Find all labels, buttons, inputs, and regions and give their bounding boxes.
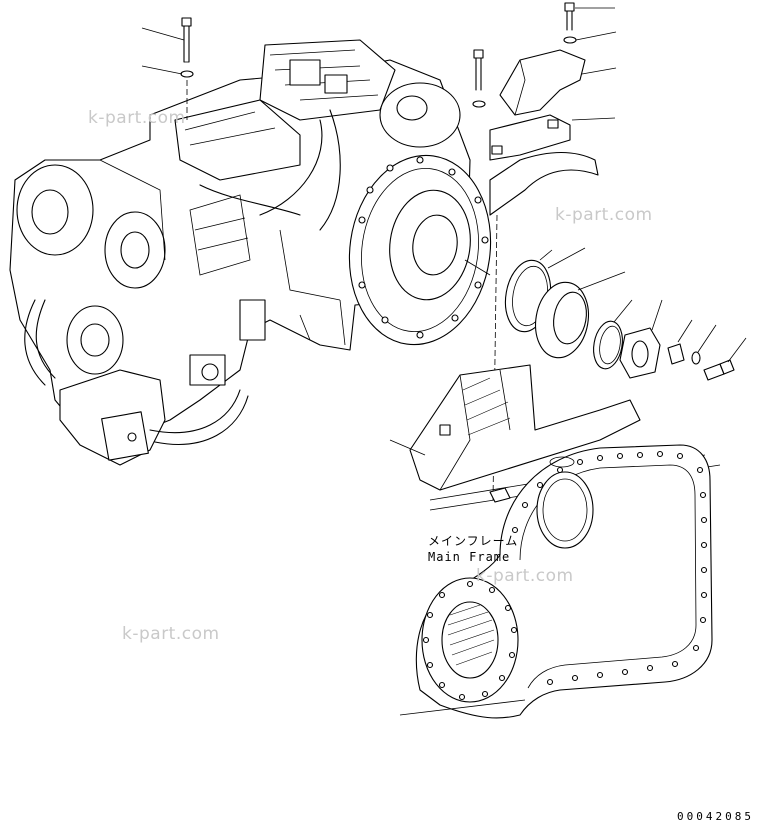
watermark: k-part.com <box>122 624 220 644</box>
spacer-plate <box>667 319 693 365</box>
main-frame-label-jp: メインフレーム <box>428 534 519 548</box>
watermark: k-part.com <box>555 205 653 225</box>
mount-clamp-lower <box>489 152 599 216</box>
cap-bolt <box>563 2 617 75</box>
transmission-assembly <box>9 39 492 466</box>
watermark: k-part.com <box>88 108 186 128</box>
flange-bolt <box>703 337 747 381</box>
main-frame <box>389 364 721 719</box>
flange-ring-holes <box>422 580 518 701</box>
main-frame-label-en: Main Frame <box>428 550 511 564</box>
upper-cap-bracket <box>499 49 586 116</box>
drawing-number: 00042085 <box>677 810 754 823</box>
watermark: k-part.com <box>476 566 574 586</box>
mount-bolt <box>472 49 486 108</box>
flange-plate <box>619 299 663 379</box>
top-left-bolt <box>141 17 194 120</box>
washer <box>691 324 717 365</box>
frame-bolt-holes <box>511 450 708 686</box>
cover-bolts <box>358 156 489 339</box>
small-clamp <box>593 299 633 370</box>
mount-clamp-upper <box>489 114 616 161</box>
seal-ring <box>535 271 626 359</box>
